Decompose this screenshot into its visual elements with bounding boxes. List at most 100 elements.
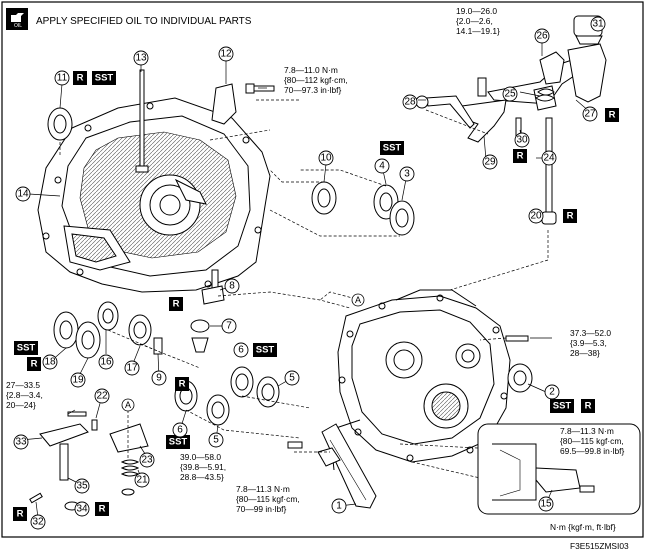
- svg-text:{39.8—5.91,: {39.8—5.91,: [180, 462, 226, 472]
- part-number-circle: [98, 354, 114, 370]
- part-number-circle: [208, 432, 224, 448]
- part-number-14: 14: [17, 189, 29, 200]
- figure-frame: [1, 1, 644, 538]
- replace-badge: [27, 357, 41, 371]
- replace-badge-label: R: [99, 504, 106, 515]
- part-number-circle: [582, 106, 598, 122]
- part-number-circle: [74, 478, 90, 494]
- part-number-33: 33: [15, 437, 27, 448]
- part-number-circle: [502, 86, 518, 102]
- part-number-26: 26: [536, 31, 548, 42]
- view-marker-circle: [351, 293, 365, 307]
- alignment-lines: [59, 99, 549, 479]
- view-marker-label: A: [355, 295, 361, 305]
- part-number-20: 20: [530, 211, 542, 222]
- svg-text:{80—115 kgf·cm,: {80—115 kgf·cm,: [560, 436, 624, 446]
- part-number-circle: [151, 370, 167, 386]
- part-number-circle: [42, 354, 58, 370]
- part-number-27: 27: [584, 109, 596, 120]
- svg-text:{2.0—2.6,: {2.0—2.6,: [456, 16, 493, 26]
- svg-text:37.3—52.0: 37.3—52.0: [570, 328, 611, 338]
- part-number-circle: [94, 388, 110, 404]
- part-number-layer: 1234556678910111213141516171819202122232…: [13, 16, 606, 530]
- figure-code: F3E515ZMSI03: [570, 541, 629, 551]
- part-number-8: 8: [229, 281, 235, 292]
- sst-badge: [14, 341, 38, 355]
- svg-text:{2.8—3.4,: {2.8—3.4,: [6, 390, 43, 400]
- svg-text:{80—115 kgf·cm,: {80—115 kgf·cm,: [236, 494, 300, 504]
- replace-badge: [95, 502, 109, 516]
- part-number-circle: [331, 498, 347, 514]
- sst-badge: [92, 71, 116, 85]
- part-number-circle: [224, 278, 240, 294]
- part-number-circle: [70, 372, 86, 388]
- part-number-circle: [233, 342, 249, 358]
- part-number-circle: [544, 384, 560, 400]
- part-number-circle: [30, 514, 46, 530]
- sst-badge: [380, 141, 404, 155]
- replace-badge-label: R: [609, 110, 616, 121]
- part-number-10: 10: [320, 153, 332, 164]
- svg-text:27—33.5: 27—33.5: [6, 380, 40, 390]
- sst-badge-label: SST: [95, 73, 114, 84]
- svg-text:69.5—99.8 in·lbf}: 69.5—99.8 in·lbf}: [560, 446, 624, 456]
- svg-text:20—24}: 20—24}: [6, 400, 36, 410]
- svg-text:39.0—58.0: 39.0—58.0: [180, 452, 221, 462]
- part-number-5: 5: [289, 373, 295, 384]
- sst-badge-label: SST: [169, 437, 188, 448]
- svg-text:7.8—11.0 N·m: 7.8—11.0 N·m: [284, 65, 338, 75]
- part-number-6: 6: [177, 425, 183, 436]
- part-number-circle: [221, 318, 237, 334]
- svg-text:14.1—19.1}: 14.1—19.1}: [456, 26, 500, 36]
- torque-spec-bottom: 7.8—11.3 N·m {80—115 kgf·cm, 70—99 in·lb…: [236, 484, 300, 514]
- shift-mechanism: [415, 15, 607, 225]
- part-number-circle: [54, 70, 70, 86]
- part-number-30: 30: [516, 135, 528, 146]
- view-marker-label: A: [125, 400, 131, 410]
- part-number-17: 17: [126, 363, 138, 374]
- part-number-circle: [284, 370, 300, 386]
- replace-badge: [581, 399, 595, 413]
- part-number-13: 13: [135, 53, 147, 64]
- view-marker-circle: [121, 398, 135, 412]
- svg-text:19.0—26.0: 19.0—26.0: [456, 6, 497, 16]
- torque-spec-bottom-mid: 39.0—58.0 {39.8—5.91, 28.8—43.5}: [180, 452, 226, 482]
- part-number-34: 34: [76, 504, 88, 515]
- part-number-16: 16: [100, 357, 112, 368]
- torque-spec-right-bolt: 37.3—52.0 {3.9—5.3, 28—38}: [570, 328, 611, 358]
- replace-badge: [13, 507, 27, 521]
- replace-badge-label: R: [31, 359, 38, 370]
- sst-badge: [550, 399, 574, 413]
- replace-badge-label: R: [517, 151, 524, 162]
- torque-spec-inset: 7.8—11.3 N·m {80—115 kgf·cm, 69.5—99.8 i…: [560, 426, 624, 456]
- oil-can-icon: OIL: [6, 8, 28, 30]
- units-legend: N·m {kgf·m, ft·lbf}: [550, 522, 616, 532]
- part-number-12: 12: [220, 49, 232, 60]
- part-number-circle: [402, 94, 418, 110]
- replace-badge: [169, 297, 183, 311]
- replace-badge-label: R: [585, 401, 592, 412]
- torque-spec-top-right: 19.0—26.0 {2.0—2.6, 14.1—19.1}: [456, 6, 500, 36]
- part-number-23: 23: [141, 455, 153, 466]
- replace-badge: [73, 71, 87, 85]
- replace-badge-label: R: [567, 211, 574, 222]
- sst-badge-label: SST: [17, 343, 36, 354]
- part-number-19: 19: [72, 375, 84, 386]
- svg-text:70—99 in·lbf}: 70—99 in·lbf}: [236, 504, 286, 514]
- clutch-housing: [37, 97, 271, 293]
- part-number-9: 9: [156, 373, 162, 384]
- part-number-circle: [538, 496, 554, 512]
- part-number-circle: [399, 166, 415, 182]
- part-number-circle: [534, 28, 550, 44]
- part-number-4: 4: [379, 161, 385, 172]
- sst-badge-label: SST: [256, 345, 275, 356]
- replace-badge-label: R: [77, 73, 84, 84]
- part-number-circle: [218, 46, 234, 62]
- part-number-5: 5: [213, 435, 219, 446]
- part-number-circle: [590, 16, 606, 32]
- part-number-29: 29: [484, 157, 496, 168]
- replace-badge-label: R: [173, 299, 180, 310]
- part-number-circle: [482, 154, 498, 170]
- part-number-circle: [139, 452, 155, 468]
